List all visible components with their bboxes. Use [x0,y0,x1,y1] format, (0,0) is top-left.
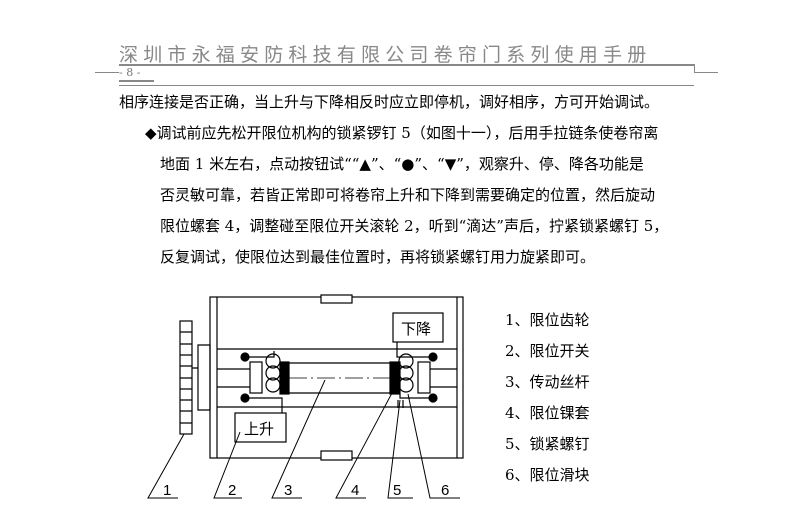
body-line: 地面 1 米左右，点动按钮试““▲”、“●”、“▼”，观察升、停、降各功能是 [160,155,644,173]
margin-mark [694,72,718,73]
callout-5: 5 [393,482,401,499]
down-label: 下降 [401,321,431,338]
body-line: 限位螺套 4，调整碰至限位开关滚轮 2，听到“滴达”声后，拧紧锁紧螺钉 5， [160,217,669,235]
callout-1: 1 [163,482,171,499]
margin-mark [95,72,119,73]
body-rule [119,85,694,86]
legend-item: 5、锁紧螺钉 [505,435,590,453]
body-line: 否灵敏可靠，若皆正常即可将卷帘上升和下降到需要确定的位置，然后旋动 [160,186,656,204]
legend-item: 1、限位齿轮 [505,311,590,329]
callout-6: 6 [441,482,449,499]
page-rule [119,80,154,82]
callout-3: 3 [284,482,292,499]
callout-4: 4 [351,482,359,499]
limit-gear [179,320,193,435]
page-number: - 8 - [119,66,141,79]
header-title: 深圳市永福安防科技有限公司卷帘门系列使用手册 [119,44,652,66]
body-line: 反复调试，使限位达到最佳位置时，再将锁紧螺钉用力旋紧即可。 [160,248,596,266]
callout-2: 2 [228,482,236,499]
body-line: 相序连接是否正确，当上升与下降相反时应立即停机，调好相序，方可开始调试。 [119,93,660,111]
up-label: 上升 [244,421,274,438]
legend-item: 6、限位滑块 [505,466,590,484]
margin-mark [694,64,695,73]
legend-item: 2、限位开关 [505,342,590,360]
legend-item: 4、限位锞套 [505,404,590,422]
body-line: ◆调试前应先松开限位机构的锁紧锣钉 5（如图十一），后用手拉链条使卷帘离 [145,124,659,142]
header-rule [119,64,694,66]
legend-item: 3、传动丝杆 [505,373,590,391]
